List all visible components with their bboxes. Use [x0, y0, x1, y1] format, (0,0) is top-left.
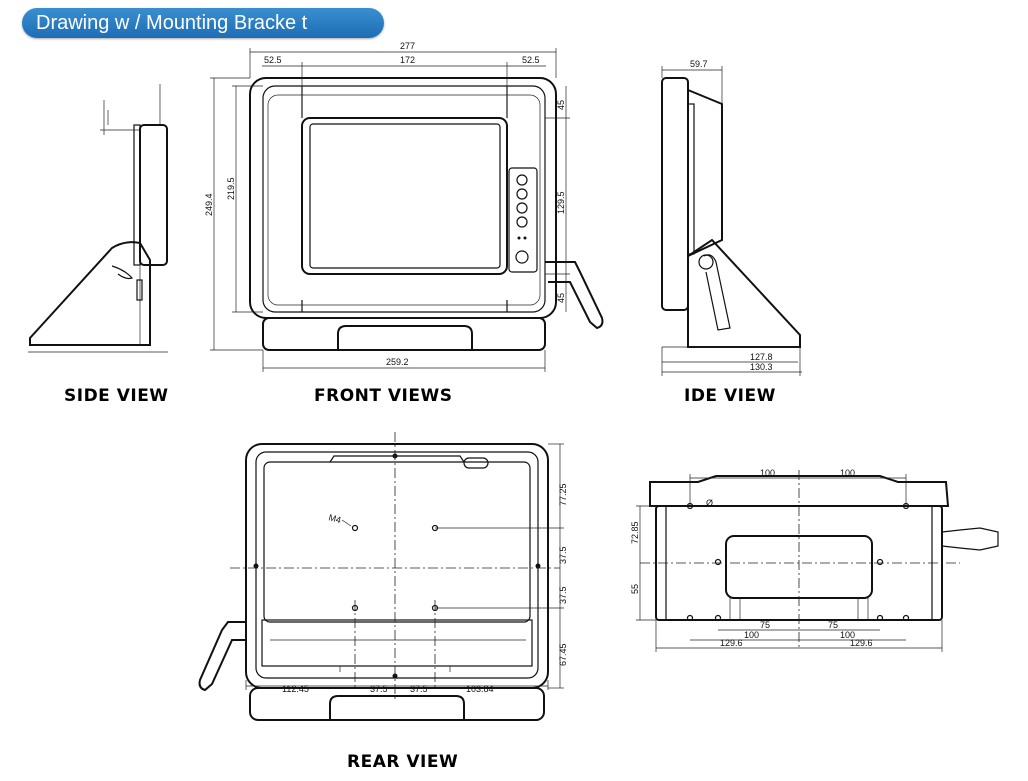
dim-base-depth-2: 130.3 — [750, 362, 773, 372]
dim-bottom-left-lower: 55 — [630, 584, 640, 594]
dim-overall-width: 277 — [400, 41, 415, 51]
dim-top-offset: 45 — [556, 100, 566, 110]
dim-base-depth-1: 127.8 — [750, 352, 773, 362]
dim-depth-top: 59.7 — [690, 59, 708, 69]
dim-bottom-top-left: 100 — [760, 468, 775, 478]
side-view-label: SIDE VIEW — [64, 386, 169, 406]
dim-rear-h-pitch-1: 37.5 — [370, 684, 388, 694]
dim-rear-left: 112.45 — [282, 684, 309, 694]
page-title: Drawing w / Mounting Bracke t — [36, 12, 308, 34]
rear-view-drawing: M4 77.25 37.5 37.5 67.45 112.45 37.5 37.… — [198, 432, 568, 721]
side-view-drawing — [28, 84, 168, 353]
dim-rear-top: 77.25 — [558, 483, 568, 506]
dim-rear-bottom: 67.45 — [558, 643, 568, 666]
dim-bottom-outer-right: 129.6 — [850, 638, 873, 648]
dim-left-margin: 52.5 — [264, 55, 282, 65]
dim-bottom-offset: 45 — [556, 293, 566, 303]
ide-view-drawing: 59.7 127.8 130.3 — [661, 59, 802, 376]
dim-overall-height: 249.4 — [204, 193, 214, 216]
dim-bottom-top-right: 100 — [840, 468, 855, 478]
dim-bottom-left-upper: 72.85 — [630, 521, 640, 544]
dim-bottom-mid-left: 100 — [744, 630, 759, 640]
dim-bottom-pitch-left: 75 — [760, 620, 770, 630]
header-tab — [22, 8, 384, 38]
dim-bottom-mid-right: 100 — [840, 630, 855, 640]
front-view-drawing: 277 52.5 172 52.5 249.4 219.5 45 129.5 4… — [204, 41, 604, 372]
bottom-view-drawing: 100 100 Ø 72.85 55 75 75 100 100 129.6 1… — [630, 468, 999, 652]
front-views-label: FRONT VIEWS — [314, 386, 453, 406]
dim-rear-right: 103.84 — [466, 684, 494, 694]
dim-rear-pitch-1: 37.5 — [558, 546, 568, 564]
dim-bottom-outer-left: 129.6 — [720, 638, 743, 648]
dim-body-height: 219.5 — [226, 177, 236, 200]
dim-base-width: 259.2 — [386, 357, 409, 367]
dim-rear-h-pitch-2: 37.5 — [410, 684, 428, 694]
dim-screen-width: 172 — [400, 55, 415, 65]
dim-bottom-pitch-right: 75 — [828, 620, 838, 630]
dim-bottom-dia: Ø — [706, 498, 713, 508]
dim-right-margin: 52.5 — [522, 55, 540, 65]
rear-hole-label: M4 — [327, 512, 342, 525]
dim-screen-height: 129.5 — [556, 191, 566, 214]
dim-rear-pitch-2: 37.5 — [558, 586, 568, 604]
rear-view-label: REAR VIEW — [347, 752, 459, 772]
ide-view-label: IDE VIEW — [684, 386, 776, 406]
